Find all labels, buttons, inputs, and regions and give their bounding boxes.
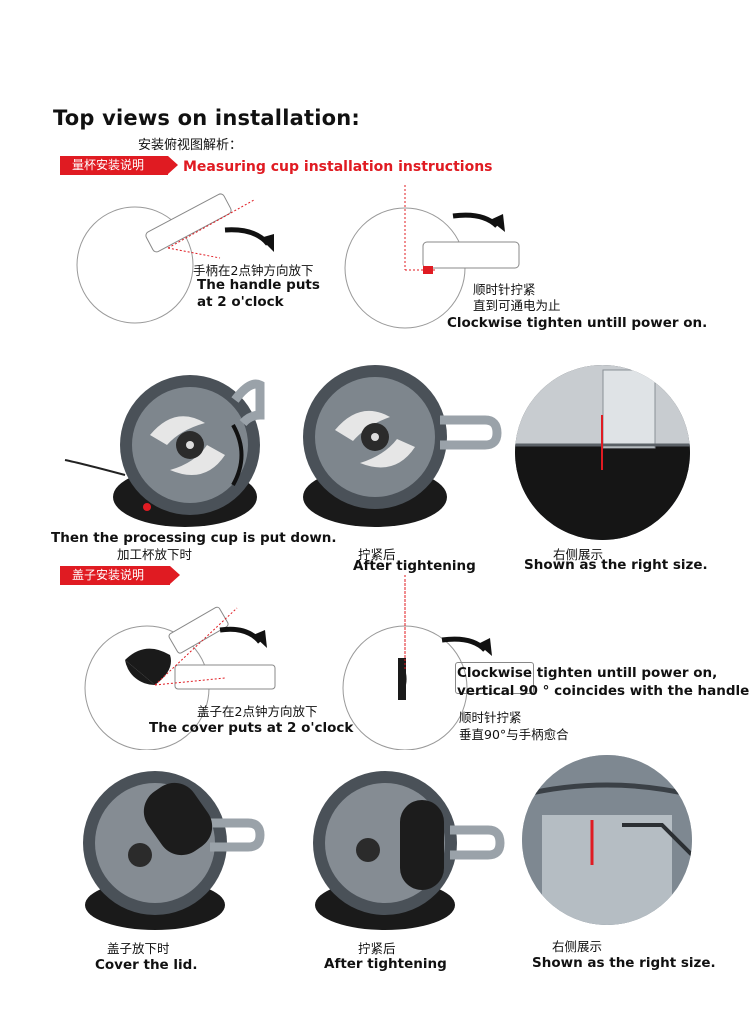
rotation-arrow: [231, 424, 244, 486]
feed-chute: [143, 782, 213, 856]
photo-cover-lid: [83, 771, 265, 930]
arrow-head: [260, 234, 274, 252]
section1-step1-zh: 手柄在2点钟方向放下: [193, 263, 314, 278]
photo-right-side-view: [515, 365, 690, 540]
section2-tag-label: 盖子安装说明: [72, 568, 145, 582]
section2-step1-zh: 盖子在2点钟方向放下: [197, 704, 318, 719]
cup-handle: [440, 415, 502, 450]
guide-line-horizontal: [167, 247, 221, 259]
cup-handle: [450, 825, 505, 860]
cord: [64, 459, 126, 476]
cup-handle: [210, 818, 265, 852]
photo-after-tightening: [303, 365, 502, 527]
diagram-clockwise-tighten: [344, 185, 520, 329]
arrow-curve: [452, 212, 499, 228]
blade-lower: [360, 439, 415, 468]
section1-step1-en-1: The handle puts: [197, 277, 320, 293]
section2-step1-en: The cover puts at 2 o'clock: [149, 720, 354, 736]
blade-center: [186, 441, 194, 449]
arrow-head: [478, 638, 492, 656]
section1-photo2-en: After tightening: [353, 558, 476, 574]
section2-vertical-guide: [404, 580, 406, 660]
handle-outline: [145, 193, 232, 253]
photo-cover-right-side-view: [522, 755, 692, 925]
arrow-curve: [219, 626, 262, 644]
photo-cover-after-tightening: [313, 771, 505, 930]
section2-step2-en-2: vertical 90 ° coincides with the handle: [457, 683, 750, 699]
section2-photo2-en: After tightening: [324, 956, 447, 972]
power-button: [143, 503, 151, 511]
blade-hub: [356, 838, 380, 862]
guide-line-diagonal: [154, 607, 238, 686]
blade-upper: [150, 416, 205, 445]
section1-photo1-en: Then the processing cup is put down.: [51, 530, 337, 546]
section2-step2-en-1: Clockwise tighten untill power on,: [457, 665, 718, 681]
section2-photo3-en: Shown as the right size.: [532, 955, 716, 971]
section2-photo3-zh: 右侧展示: [552, 939, 603, 954]
lid-chute: [125, 648, 171, 685]
section1-step2-en: Clockwise tighten untill power on.: [447, 315, 708, 331]
diagram-cover-2-oclock: [84, 606, 276, 750]
section1-step2-zh-1: 顺时针拧紧: [473, 282, 536, 297]
section2-step2-zh-2: 垂直90°与手柄愈合: [459, 727, 569, 742]
lid-chute-arc: [125, 660, 155, 686]
handle-outline: [422, 241, 520, 269]
section2-photo1-zh: 盖子放下时: [107, 941, 170, 956]
section1-heading: Measuring cup installation instructions: [183, 159, 493, 175]
arrow-curve: [224, 227, 270, 246]
section1-step1-en-2: at 2 o'clock: [197, 294, 284, 310]
section1-step2-zh-2: 直到可通电为止: [473, 298, 561, 313]
section1-photo3-zh: 右侧展示: [553, 547, 604, 562]
right-side-view-art: [515, 365, 690, 540]
page-title: Top views on installation:: [53, 106, 360, 130]
blade-upper: [335, 410, 390, 441]
blade-lower: [170, 445, 225, 475]
arrow-head: [253, 630, 267, 648]
cover-right-side-view-art: [522, 755, 692, 925]
section2-photo1-en: Cover the lid.: [95, 957, 198, 973]
section1-photo1-zh: 加工杯放下时: [117, 547, 193, 562]
section1-tag: 量杯安装说明: [60, 156, 178, 175]
section1-photo2-zh: 拧紧后: [358, 547, 396, 562]
section1-photo3-en: Shown as the right size.: [524, 557, 708, 573]
blade-hub: [128, 843, 152, 867]
handle-outline: [168, 606, 229, 654]
cup-side: [602, 369, 656, 449]
section1-tag-label: 量杯安装说明: [72, 158, 145, 172]
arrow-head: [490, 214, 505, 232]
section2-step2-zh-1: 顺时针拧紧: [459, 710, 522, 725]
handle-target: [174, 664, 276, 690]
guide-line-diagonal: [167, 199, 255, 249]
page-subtitle: 安装俯视图解析：: [138, 138, 243, 153]
photo-cup-put-down: [64, 375, 265, 527]
diagram-handle-2-oclock: [76, 193, 274, 324]
cup-body: [542, 815, 672, 925]
section2-tag: 盖子安装说明: [60, 566, 180, 585]
lid-chute-edge: [398, 658, 406, 700]
cup-handle: [231, 379, 265, 427]
handle-edge: [622, 823, 692, 857]
feed-chute: [400, 800, 444, 890]
handle-outline-box: [455, 662, 534, 694]
section2-photo2-zh: 拧紧后: [358, 941, 396, 956]
blade-center: [371, 433, 379, 441]
rim-arc: [522, 782, 692, 798]
alignment-marker: [423, 266, 433, 274]
